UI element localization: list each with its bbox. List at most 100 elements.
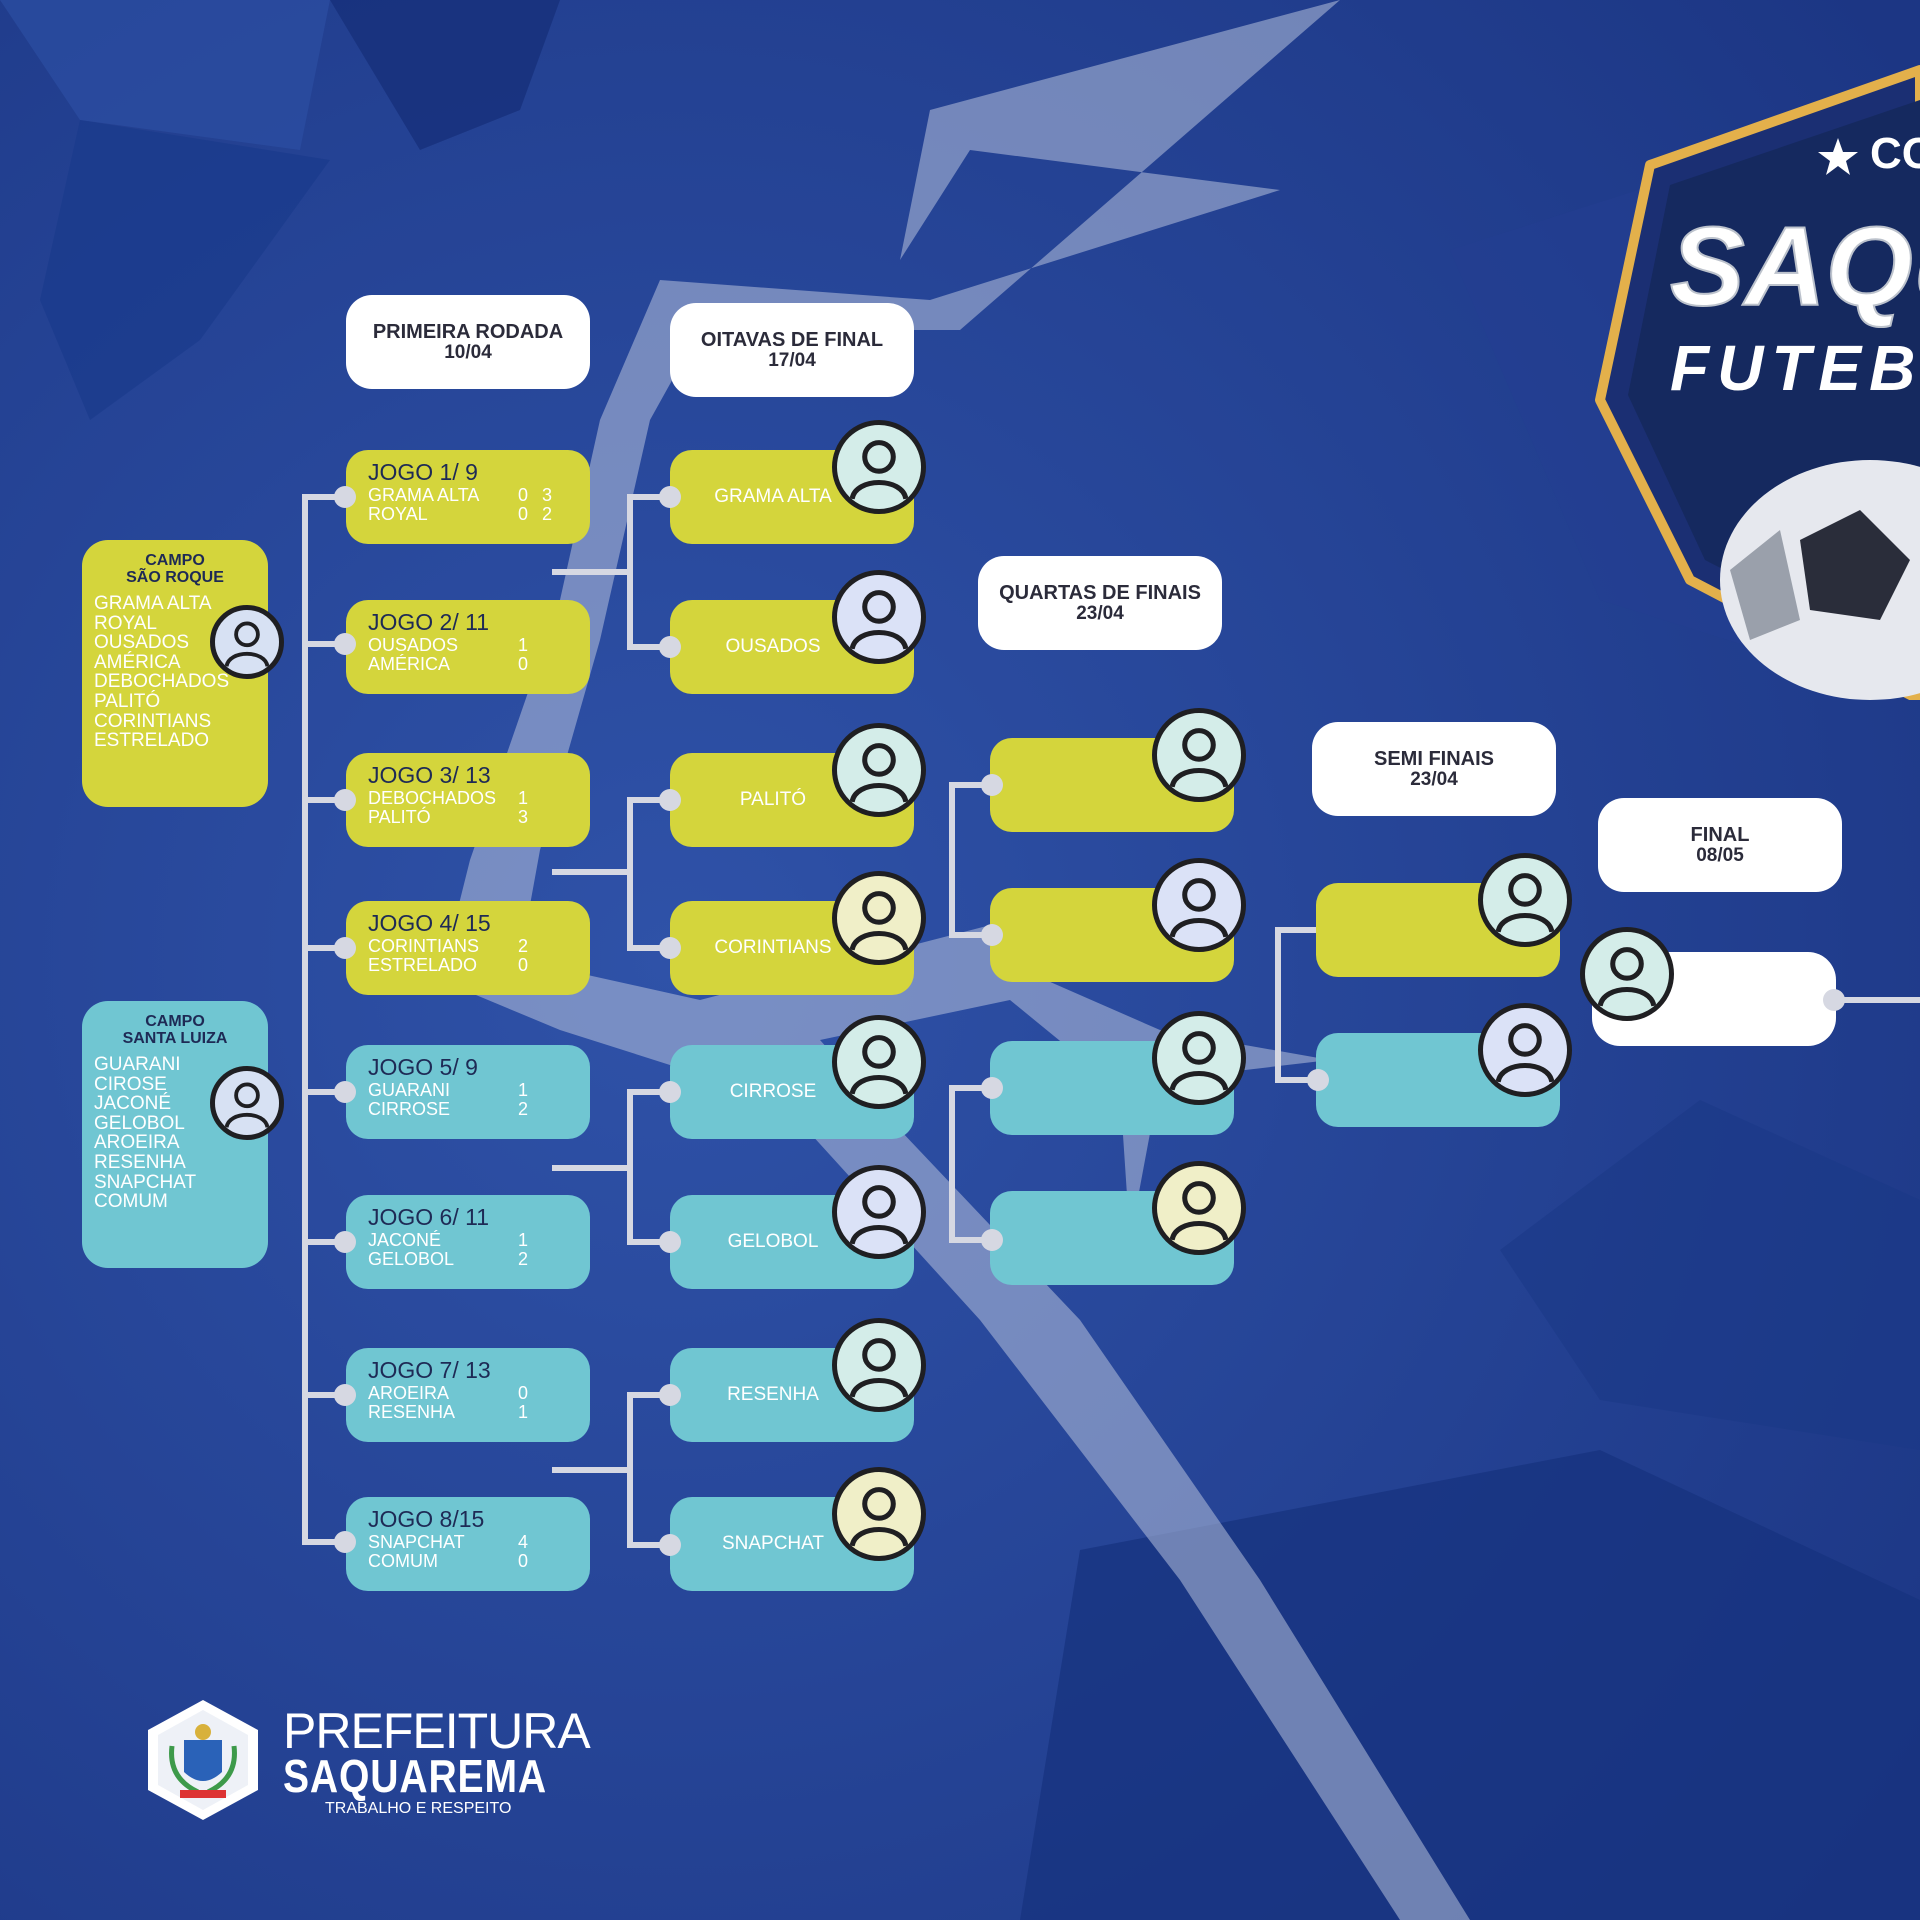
connector-dot (334, 789, 356, 811)
connector-dot (334, 1081, 356, 1103)
user-avatar-icon (832, 871, 926, 965)
user-avatar-icon (1478, 1003, 1572, 1097)
campo-team: CIROSE (94, 1073, 167, 1095)
user-avatar-icon (832, 1318, 926, 1412)
campo-team: ROYAL (94, 612, 158, 634)
tournament-logo: CO SAQU FUTEBOL (1595, 65, 1920, 700)
prefeitura-city: SAQUAREMA (283, 1750, 547, 1802)
campo-team: AROEIRA (94, 1132, 180, 1154)
game-row: OUSADOS 1 (368, 636, 590, 655)
user-avatar-icon (832, 1165, 926, 1259)
team-score: 2 (518, 1099, 529, 1119)
team-score: 2 (518, 936, 529, 956)
prefeitura-title: PREFEITURA (283, 1703, 591, 1759)
logo-top-text: CO (1870, 129, 1920, 178)
header-title: FINAL (1690, 824, 1750, 846)
team-name: JACONÉ (368, 1230, 442, 1250)
connector-dot (981, 1077, 1003, 1099)
game-row: AMÉRICA 0 (368, 655, 590, 674)
prefeitura-slogan: TRABALHO E RESPEITO (325, 1800, 512, 1817)
connector-dot (659, 937, 681, 959)
user-avatar-icon (1580, 927, 1674, 1021)
team-name: PALITÓ (368, 807, 431, 827)
user-avatar-icon (832, 420, 926, 514)
connector-dot (659, 636, 681, 658)
coat-of-arms-icon (148, 1700, 258, 1820)
connector-dot (334, 486, 356, 508)
team-name: SNAPCHAT (368, 1532, 465, 1552)
connector-dot (659, 1384, 681, 1406)
campo-title-line-1: CAMPO (145, 552, 205, 569)
team-name: CIRROSE (368, 1099, 451, 1119)
logo-sub-text: FUTEBOL (1670, 332, 1920, 404)
team-name: OUSADOS (368, 635, 459, 655)
header-date: 10/04 (444, 342, 492, 363)
campo-team: GUARANI (94, 1054, 181, 1075)
user-avatar-icon (832, 1467, 926, 1561)
campo-title-line-2: SÃO ROQUE (126, 569, 224, 586)
connector-dot (659, 789, 681, 811)
campo-team: SNAPCHAT (94, 1171, 197, 1193)
user-avatar-icon (832, 723, 926, 817)
game-row: CORINTIANS 2 (368, 937, 590, 956)
header-primeira-rodada: PRIMEIRA RODADA 10/04 (346, 295, 590, 389)
r16-team: OUSADOS (725, 636, 821, 657)
team-score: 1 (518, 635, 529, 655)
team-name: RESENHA (368, 1402, 456, 1422)
header-semi-finais: SEMI FINAIS 23/04 (1312, 722, 1556, 816)
header-title: PRIMEIRA RODADA (372, 321, 564, 343)
campo-team: AMÉRICA (94, 651, 181, 673)
r16-team: SNAPCHAT (721, 1533, 825, 1554)
header-title: QUARTAS DE FINAIS (999, 582, 1201, 604)
game-row: CIRROSE 2 (368, 1100, 590, 1119)
team-name: AMÉRICA (368, 654, 451, 674)
team-name: GRAMA ALTA (368, 485, 480, 505)
connector-dot (659, 1534, 681, 1556)
r16-team: GRAMA ALTA (714, 486, 832, 507)
team-score: 4 (518, 1532, 529, 1552)
team-score: 0 (518, 504, 529, 524)
star-icon (1818, 138, 1858, 175)
connector-dot (1307, 1069, 1329, 1091)
team-name: COMUM (368, 1551, 438, 1571)
team-penalty-score: 2 (542, 504, 553, 524)
user-avatar-icon (832, 1015, 926, 1109)
team-score: 1 (518, 1080, 529, 1100)
game-title: JOGO 3/ 13 (368, 762, 491, 788)
r16-team: GELOBOL (727, 1231, 819, 1252)
game-title: JOGO 8/15 (368, 1506, 485, 1532)
team-name: CORINTIANS (368, 936, 480, 956)
header-title: SEMI FINAIS (1373, 748, 1494, 770)
logo-main-text: SAQU (1670, 204, 1920, 329)
team-name: ROYAL (368, 504, 428, 524)
connector-dot (659, 486, 681, 508)
campo-team: RESENHA (94, 1151, 186, 1173)
r16-team: RESENHA (727, 1384, 819, 1405)
campo-team: ESTRELADO (94, 730, 210, 752)
user-avatar-icon (1152, 708, 1246, 802)
campo-team: JACONÉ (94, 1093, 172, 1115)
campo-team: COMUM (94, 1191, 168, 1213)
team-name: DEBOCHADOS (368, 788, 497, 808)
team-score: 0 (518, 654, 529, 674)
connector-dot (1823, 989, 1845, 1011)
connector-dot (659, 1081, 681, 1103)
user-avatar-icon (1152, 1161, 1246, 1255)
header-oitavas: OITAVAS DE FINAL 17/04 (670, 303, 914, 397)
